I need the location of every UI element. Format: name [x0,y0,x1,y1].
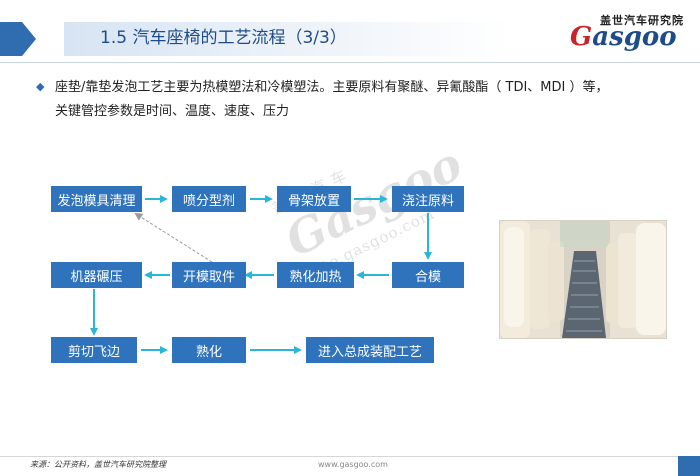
flow-step-release-agent: 喷分型剂 [172,186,246,212]
footer-source: 来源：公开资料，盖世汽车研究院整理 [30,459,166,470]
flow-step-close-mold: 合模 [392,262,464,288]
foam-production-photo [499,220,667,339]
flow-step-mold-cleaning: 发泡模具清理 [51,186,142,212]
flow-step-curing: 熟化 [172,337,246,363]
flow-step-pour-material: 浇注原料 [392,186,464,212]
flow-step-heat-curing: 熟化加热 [277,262,354,288]
footer-corner-block [678,456,700,476]
flow-step-demold: 开模取件 [172,262,246,288]
flow-step-frame-placement: 骨架放置 [277,186,351,212]
footer-url[interactable]: www.gasgoo.com [318,460,388,469]
flow-step-trimming: 剪切飞边 [51,337,137,363]
flow-step-machine-rolling: 机器碾压 [51,262,142,288]
arrow-dashed-return [136,214,212,262]
footer-divider [0,456,700,457]
flow-step-assembly: 进入总成装配工艺 [306,337,434,363]
